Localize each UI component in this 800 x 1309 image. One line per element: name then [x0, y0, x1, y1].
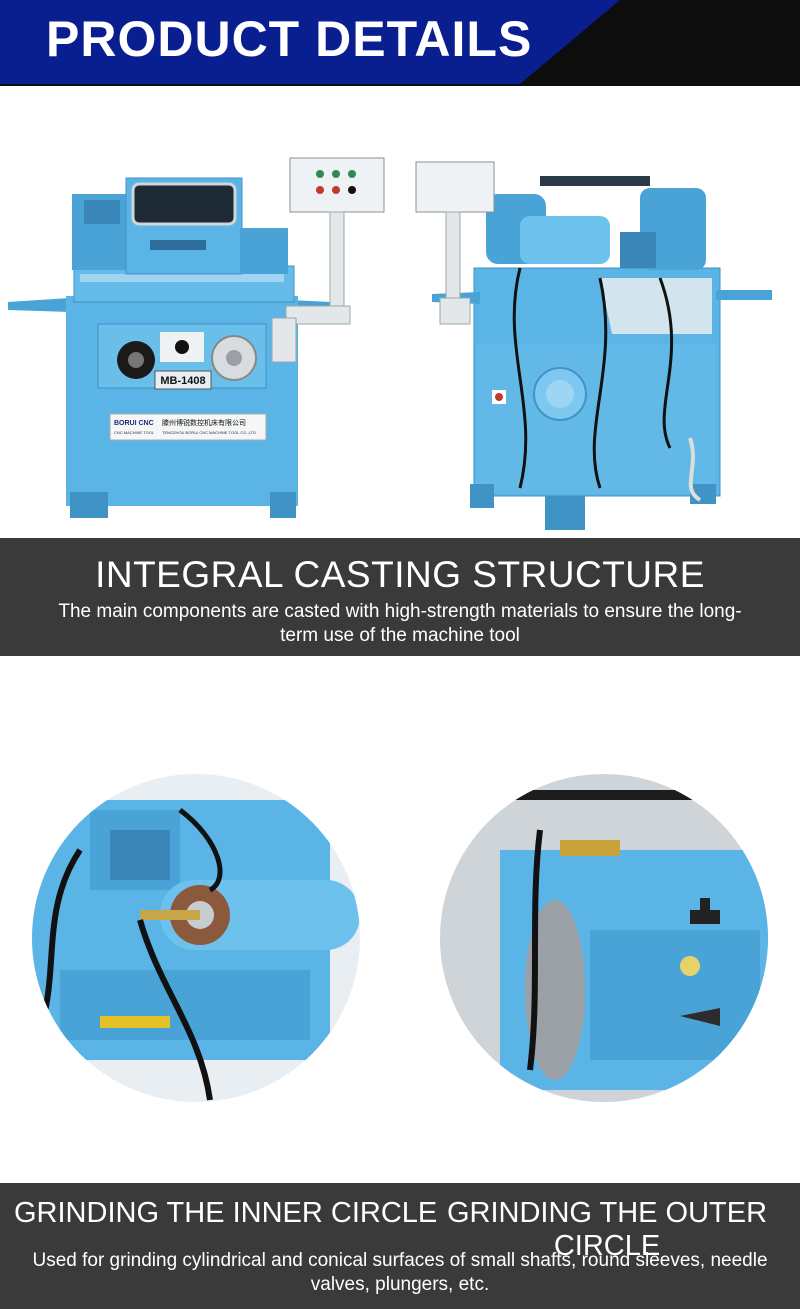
outer-circle-title: GRINDING THE OUTER CIRCLE	[446, 1197, 768, 1262]
machine-rear-image	[415, 161, 772, 530]
section-grinding-description: Used for grinding cylindrical and conica…	[32, 1250, 768, 1295]
page-header: PRODUCT DETAILS	[0, 0, 800, 86]
brand-label: BORUI CNC	[114, 420, 154, 427]
section-grinding-banner: GRINDING THE INNER CIRCLE GRINDING THE O…	[0, 1183, 800, 1309]
machine-front-image: MB-1408 BORUI CNC CNC MACHINE TOOL 滕州博锐数…	[8, 157, 385, 518]
outer-grinding-image	[440, 774, 768, 1102]
header-blue-band	[0, 0, 620, 84]
inner-circle-title: GRINDING THE INNER CIRCLE	[14, 1197, 438, 1229]
brand-sub-label: CNC MACHINE TOOL	[114, 430, 155, 435]
section-casting-banner: INTEGRAL CASTING STRUCTURE The main comp…	[0, 538, 800, 656]
machine-photos: MB-1408 BORUI CNC CNC MACHINE TOOL 滕州博锐数…	[0, 128, 800, 538]
page-title: PRODUCT DETAILS	[46, 11, 533, 67]
company-name-cn: 滕州博锐数控机床有限公司	[162, 418, 246, 427]
section-casting-title: INTEGRAL CASTING STRUCTURE	[95, 554, 705, 595]
model-plate: MB-1408	[160, 375, 205, 387]
company-name-en: TENGZHOU BORUI CNC MACHINE TOOL CO.,LTD	[162, 430, 256, 435]
inner-grinding-image	[32, 774, 360, 1102]
grinding-closeups	[0, 770, 800, 1110]
section-casting-description: The main components are casted with high…	[58, 601, 742, 646]
